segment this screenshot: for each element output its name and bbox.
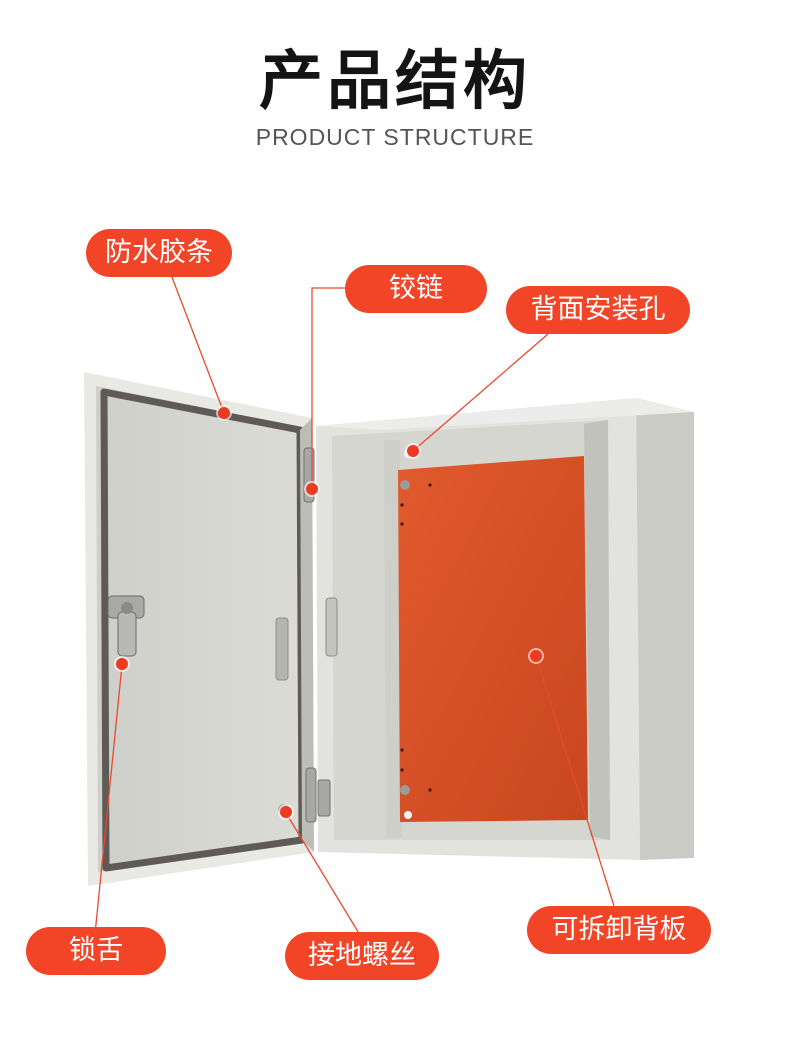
callout-backplate: 可拆卸背板 <box>527 906 711 954</box>
hinge-marker <box>306 483 318 495</box>
backplate-marker <box>530 650 542 662</box>
callout-hinge: 铰链 <box>345 265 487 313</box>
cabinet-door <box>84 372 338 886</box>
page-subtitle: PRODUCT STRUCTURE <box>255 124 535 150</box>
ground-screw-marker <box>280 806 292 818</box>
callout-latch: 锁舌 <box>26 927 166 975</box>
callout-mount-holes: 背面安装孔 <box>506 286 690 334</box>
callout-gasket: 防水胶条 <box>86 229 232 277</box>
callout-ground-screw: 接地螺丝 <box>285 932 439 980</box>
latch-marker <box>116 658 128 670</box>
page-title: 产品结构 <box>259 45 531 119</box>
gasket-marker <box>218 407 230 419</box>
mount-hole-marker <box>407 445 419 457</box>
